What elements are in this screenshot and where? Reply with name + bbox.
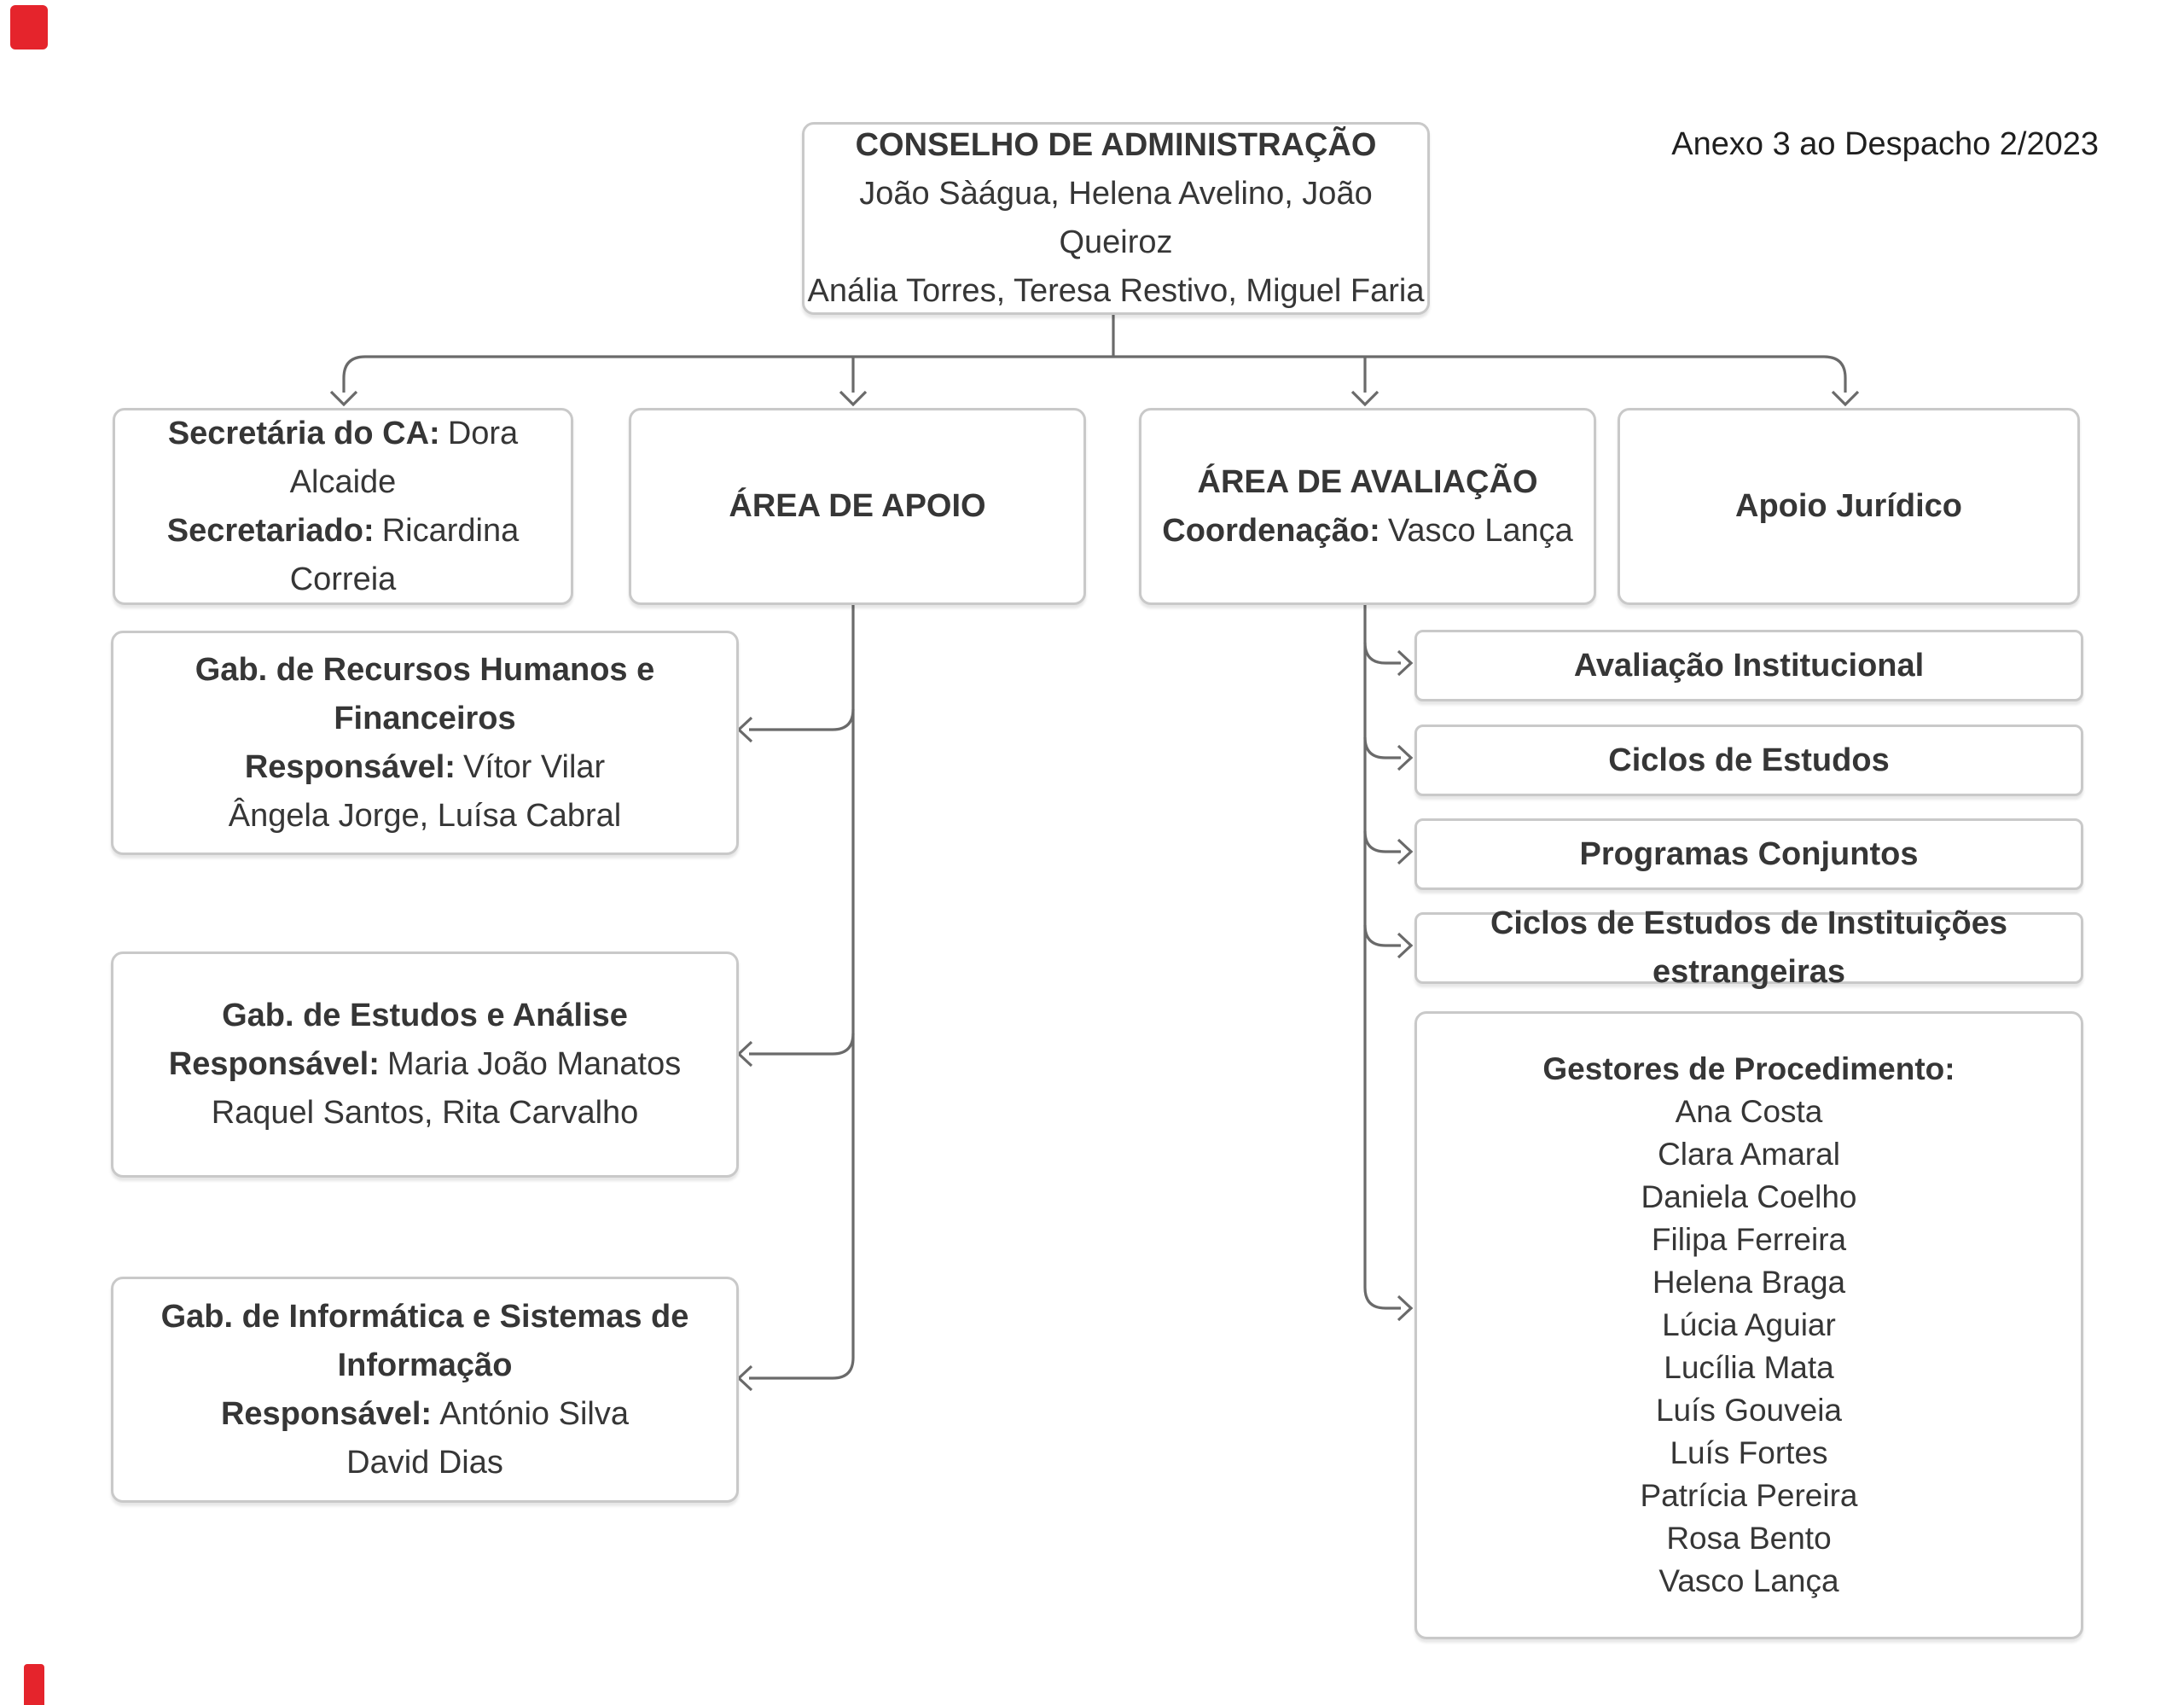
arrow-down-icon	[1831, 390, 1860, 407]
gestor-name: Helena Braga	[1652, 1265, 1846, 1300]
field-value: Ricardina Correia	[289, 512, 520, 597]
box-line: Responsável:Vítor Vilar	[245, 743, 605, 792]
gestor-name: Luís Gouveia	[1655, 1393, 1843, 1428]
field-label: Responsável:	[220, 1395, 433, 1432]
area-apoio-box: ÁREA DE APOIO	[629, 408, 1086, 605]
conselho-administracao-box: CONSELHO DE ADMINISTRAÇÃO João Sàágua, H…	[802, 122, 1430, 315]
gestor-name: Vasco Lança	[1658, 1563, 1839, 1598]
box-title: Avaliação Institucional	[1573, 647, 1925, 684]
box-title: Ciclos de Estudos de Instituições estran…	[1490, 905, 2007, 990]
field-value: Vítor Vilar	[463, 748, 606, 785]
gestor-name: Patrícia Pereira	[1640, 1478, 1858, 1513]
arrow-down-icon	[839, 390, 868, 407]
box-title: Apoio Jurídico	[1735, 488, 1962, 524]
box-line: Secretária do CA:Dora Alcaide	[115, 410, 571, 507]
connector-branch-estrangeiras	[1363, 924, 1401, 947]
field-value: Vasco Lança	[1387, 512, 1573, 549]
box-line: Responsável:Maria João Manatos	[169, 1040, 682, 1089]
apoio-juridico-box: Apoio Jurídico	[1618, 408, 2080, 605]
field-label: Coordenação:	[1162, 512, 1380, 549]
box-members-line: Raquel Santos, Rita Carvalho	[211, 1095, 639, 1131]
arrow-right-icon	[1397, 1295, 1414, 1322]
gestor-name: Ana Costa	[1675, 1094, 1823, 1129]
area-avaliacao-box: ÁREA DE AVALIAÇÃO Coordenação:Vasco Lanç…	[1139, 408, 1596, 605]
arrow-down-icon	[329, 390, 358, 407]
box-members-line: David Dias	[346, 1444, 503, 1481]
field-label: Responsável:	[244, 748, 456, 785]
arrow-right-icon	[1397, 838, 1414, 865]
gestor-name: Daniela Coelho	[1641, 1179, 1857, 1214]
document-annotation: Anexo 3 ao Despacho 2/2023	[1671, 126, 2099, 162]
field-value: Maria João Manatos	[386, 1046, 682, 1082]
red-corner-mark	[24, 1664, 44, 1705]
arrow-left-icon	[736, 716, 753, 743]
avaliacao-institucional-box: Avaliação Institucional	[1414, 630, 2083, 701]
box-title: Gab. de Estudos e Análise	[222, 998, 628, 1033]
field-label: Responsável:	[168, 1046, 380, 1082]
arrow-right-icon	[1397, 744, 1414, 771]
arrow-left-icon	[736, 1365, 753, 1392]
connector-branch-avaliacao-institucional	[1363, 642, 1401, 665]
arrow-right-icon	[1397, 649, 1414, 677]
gab-recursos-humanos-box: Gab. de Recursos Humanos e Financeiros R…	[111, 631, 739, 855]
box-line: Coordenação:Vasco Lança	[1162, 507, 1572, 556]
ciclos-de-estudos-box: Ciclos de Estudos	[1414, 724, 2083, 796]
box-title: ÁREA DE AVALIAÇÃO	[1197, 463, 1538, 500]
box-line: Secretariado:Ricardina Correia	[115, 507, 571, 604]
field-label: Secretária do CA:	[167, 415, 440, 451]
connector-branch-estudos	[749, 1033, 855, 1056]
secretariat-box: Secretária do CA:Dora Alcaide Secretaria…	[113, 408, 573, 605]
box-title: Ciclos de Estudos	[1608, 742, 1890, 778]
arrow-right-icon	[1397, 932, 1414, 959]
gab-informatica-box: Gab. de Informática e Sistemas de Inform…	[111, 1277, 739, 1503]
box-title: ÁREA DE APOIO	[729, 488, 986, 524]
box-members-line: João Sàágua, Helena Avelino, João Queiro…	[859, 176, 1373, 260]
connector-branch-rh	[749, 708, 855, 731]
gestor-name: Rosa Bento	[1666, 1521, 1832, 1556]
gestor-name: Luís Fortes	[1670, 1435, 1828, 1470]
box-members-line: Anália Torres, Teresa Restivo, Miguel Fa…	[807, 273, 1425, 309]
gestor-name: Lucília Mata	[1664, 1350, 1834, 1385]
programas-conjuntos-box: Programas Conjuntos	[1414, 818, 2083, 890]
connector-distributor	[342, 355, 1847, 393]
field-label: Secretariado:	[166, 512, 375, 549]
ciclos-instituicoes-estrangeiras-box: Ciclos de Estudos de Instituições estran…	[1414, 905, 2083, 990]
connector-trunk-avaliacao	[1363, 600, 1401, 1310]
box-title: Gestores de Procedimento:	[1542, 1051, 1955, 1086]
arrow-left-icon	[736, 1040, 753, 1068]
field-value: António Silva	[439, 1395, 629, 1432]
arrow-down-icon	[1350, 390, 1380, 407]
box-title: Gab. de Informática e Sistemas de Inform…	[160, 1298, 689, 1383]
gestor-name: Filipa Ferreira	[1651, 1222, 1847, 1257]
connector-trunk-apoio	[749, 600, 855, 1380]
red-corner-mark	[10, 5, 48, 49]
gab-estudos-analise-box: Gab. de Estudos e Análise Responsável:Ma…	[111, 951, 739, 1178]
connector-branch-programas	[1363, 830, 1401, 853]
box-title: Gab. de Recursos Humanos e Financeiros	[195, 651, 655, 736]
gestor-name: Lúcia Aguiar	[1662, 1307, 1836, 1342]
box-members-line: Ângela Jorge, Luísa Cabral	[228, 797, 622, 834]
connector-branch-ciclos	[1363, 736, 1401, 759]
box-line: Responsável:António Silva	[221, 1390, 629, 1439]
box-title: CONSELHO DE ADMINISTRAÇÃO	[855, 127, 1377, 163]
box-title: Programas Conjuntos	[1579, 835, 1919, 872]
field-value: Dora Alcaide	[289, 415, 519, 500]
gestor-name: Clara Amaral	[1658, 1137, 1840, 1172]
